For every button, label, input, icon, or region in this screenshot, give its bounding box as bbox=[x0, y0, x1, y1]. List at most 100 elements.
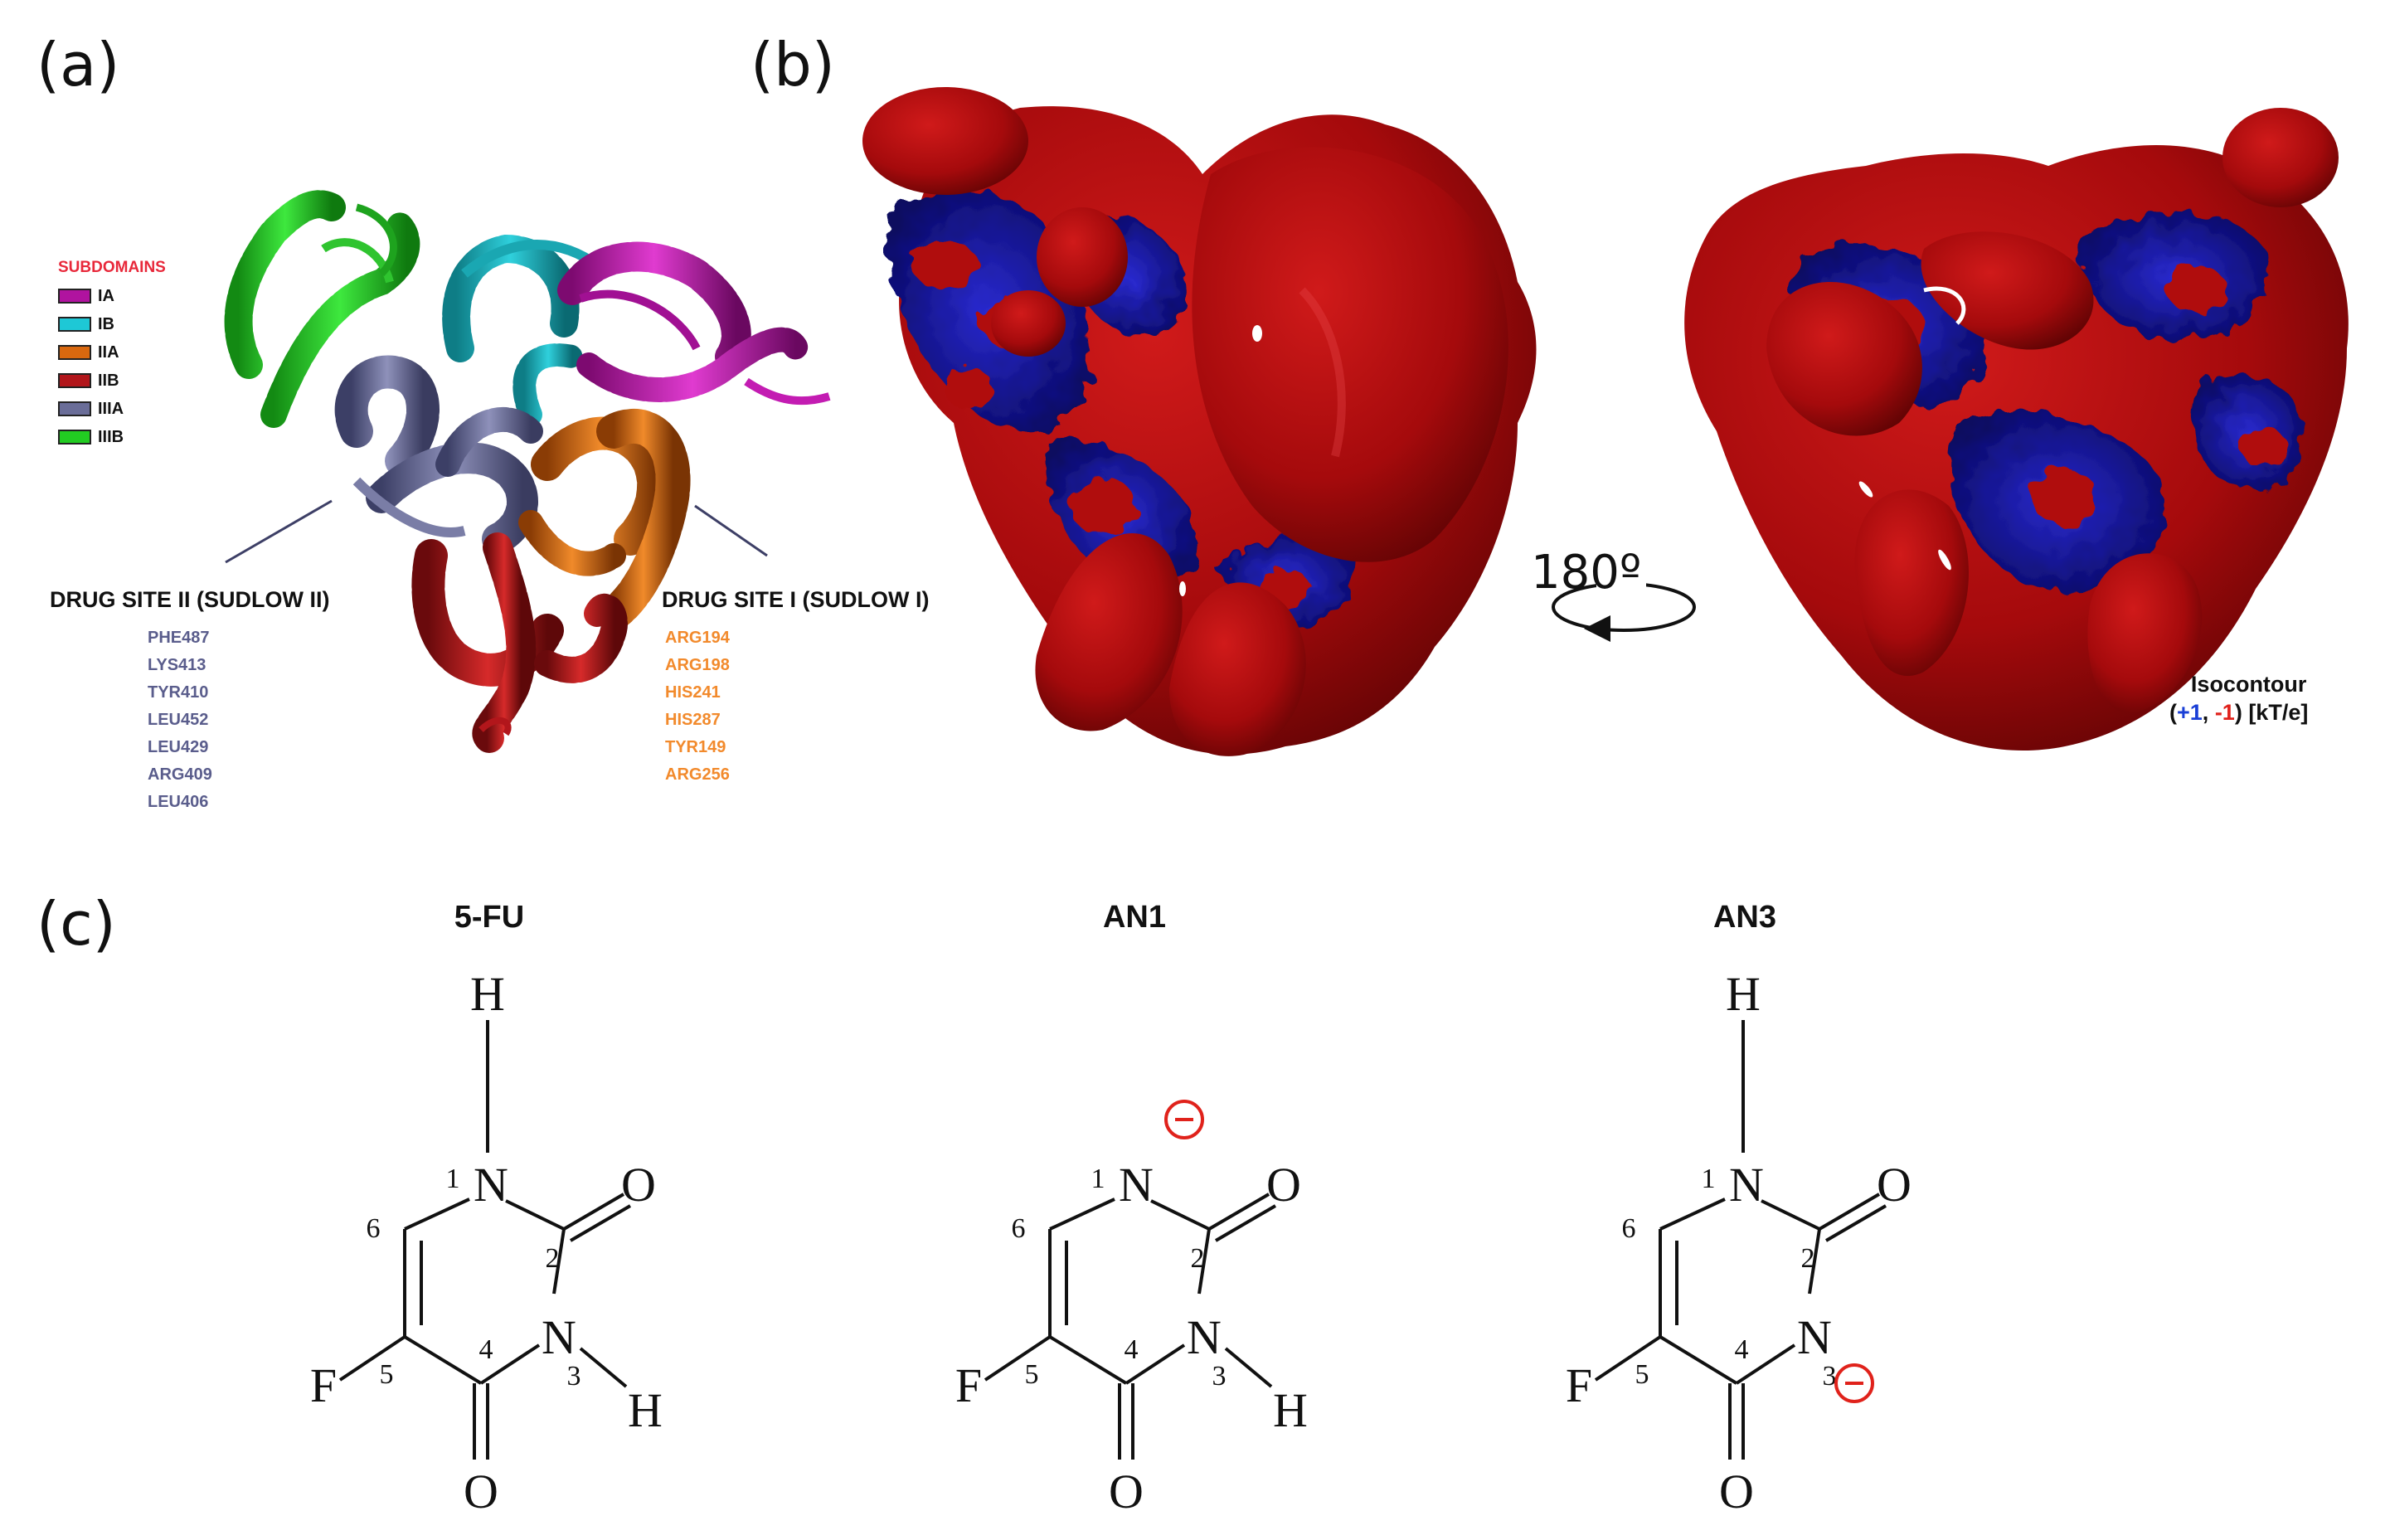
bond-n3-h bbox=[1224, 1347, 1273, 1388]
surface-front-view bbox=[862, 87, 1537, 756]
bond-n3-c4 bbox=[479, 1343, 541, 1385]
atom-n3: N bbox=[1797, 1310, 1832, 1364]
ring-number: 1 bbox=[1091, 1164, 1105, 1194]
site1-title: DRUG SITE I (SUDLOW I) bbox=[662, 587, 930, 612]
subdomain-iiia-cartoon bbox=[334, 355, 543, 555]
bond-c2-o-double bbox=[1214, 1204, 1277, 1242]
residue-label: LYS413 bbox=[148, 656, 206, 674]
rotation-label: 180º bbox=[1531, 546, 1642, 600]
atom-o4: O bbox=[464, 1465, 498, 1518]
atom-n3: N bbox=[1187, 1310, 1222, 1364]
bond-c6-n1 bbox=[1659, 1198, 1726, 1231]
ring-number: 6 bbox=[367, 1213, 381, 1244]
atom-h1: H bbox=[1726, 967, 1761, 1021]
subdomain-ia-cartoon bbox=[557, 241, 831, 406]
molecule-name: AN1 bbox=[1103, 900, 1166, 935]
atom-f: F bbox=[955, 1358, 982, 1412]
bond-c6-n1 bbox=[1049, 1198, 1115, 1231]
atom-n1: N bbox=[1119, 1158, 1154, 1212]
isocontour-title: Isocontour bbox=[2190, 672, 2307, 697]
legend-item: IIIB bbox=[58, 423, 166, 451]
ring-number: 5 bbox=[380, 1359, 394, 1390]
ring-number: 1 bbox=[446, 1164, 460, 1194]
isocontour-plus: +1 bbox=[2177, 700, 2203, 725]
atom-h3: H bbox=[1273, 1383, 1308, 1437]
bond-c2-o-double bbox=[1824, 1204, 1887, 1242]
subdomain-iia-cartoon bbox=[518, 409, 691, 631]
atom-f: F bbox=[310, 1358, 337, 1412]
panel-label-b: (b) bbox=[751, 30, 835, 100]
legend-item: IA bbox=[58, 282, 166, 310]
isocontour-sep: , bbox=[2202, 700, 2215, 725]
residue-label: ARG194 bbox=[665, 629, 730, 647]
isocontour-legend: Isocontour (+1, -1) [kT/e] bbox=[2169, 670, 2308, 726]
residue-label: LEU452 bbox=[148, 711, 209, 729]
ring-number: 2 bbox=[546, 1243, 560, 1274]
legend-label: IB bbox=[98, 314, 114, 333]
legend-swatch bbox=[58, 317, 91, 332]
bond-c4-c5 bbox=[1659, 1335, 1738, 1385]
legend-label: IIIA bbox=[98, 399, 124, 418]
bond-c5-f bbox=[1594, 1335, 1662, 1382]
subdomain-iiib-cartoon bbox=[224, 190, 420, 428]
protein-structure-illustration bbox=[224, 190, 831, 753]
bond-n3-c4 bbox=[1125, 1343, 1186, 1385]
legend-item: IIB bbox=[58, 367, 166, 395]
ring-number: 6 bbox=[1012, 1213, 1026, 1244]
ring-number: 4 bbox=[479, 1334, 493, 1365]
ring-number: 3 bbox=[567, 1361, 581, 1392]
legend-label: IIA bbox=[98, 342, 119, 362]
bond-n1-c2 bbox=[505, 1199, 565, 1231]
legend-swatch bbox=[58, 430, 91, 445]
bond-c4-c5 bbox=[403, 1335, 483, 1385]
ring-number: 4 bbox=[1735, 1334, 1749, 1365]
residue-label: HIS241 bbox=[665, 683, 721, 702]
legend-item: IIA bbox=[58, 338, 166, 367]
molecule-name: 5-FU bbox=[454, 900, 524, 935]
legend-item: IIIA bbox=[58, 395, 166, 423]
site2-title: DRUG SITE II (SUDLOW II) bbox=[50, 587, 330, 612]
ring-number: 5 bbox=[1025, 1359, 1039, 1390]
ring-number: 1 bbox=[1702, 1164, 1716, 1194]
ring-number: 5 bbox=[1635, 1359, 1649, 1390]
rotation-arrow-icon bbox=[1552, 572, 1696, 642]
legend-swatch bbox=[58, 289, 91, 304]
residue-label: HIS287 bbox=[665, 711, 721, 729]
atom-o2: O bbox=[1877, 1158, 1912, 1212]
bond-c2-n3 bbox=[552, 1228, 566, 1295]
bond-c5-f bbox=[984, 1335, 1052, 1382]
legend-swatch bbox=[58, 401, 91, 416]
bond-c4-c5 bbox=[1048, 1335, 1128, 1385]
panel-label-a: (a) bbox=[36, 30, 120, 100]
bond-c5-f bbox=[338, 1335, 406, 1382]
bond-c2-o bbox=[1207, 1193, 1270, 1231]
legend-item: IB bbox=[58, 310, 166, 338]
atom-n3: N bbox=[542, 1310, 576, 1364]
ring-number: 3 bbox=[1823, 1361, 1837, 1392]
ring-number: 2 bbox=[1191, 1243, 1205, 1274]
residue-label: LEU406 bbox=[148, 793, 209, 811]
atom-h1: H bbox=[470, 967, 505, 1021]
bond-c6-n1 bbox=[404, 1198, 470, 1231]
legend-label: IA bbox=[98, 286, 114, 305]
residue-label: ARG198 bbox=[665, 656, 730, 674]
molecule-name: AN3 bbox=[1713, 900, 1776, 935]
residue-label: TYR149 bbox=[665, 738, 726, 756]
bond-c2-n3 bbox=[1197, 1228, 1211, 1295]
ring-number: 6 bbox=[1622, 1213, 1636, 1244]
site2-pointer-line bbox=[225, 499, 333, 564]
subdomain-iib-cartoon bbox=[411, 532, 628, 753]
atom-o2: O bbox=[1266, 1158, 1301, 1212]
atom-o4: O bbox=[1719, 1465, 1754, 1518]
ring-number: 3 bbox=[1212, 1361, 1227, 1392]
atom-o2: O bbox=[621, 1158, 656, 1212]
legend-swatch bbox=[58, 373, 91, 388]
bond-n3-h bbox=[579, 1347, 628, 1388]
site1-pointer-line bbox=[694, 504, 768, 557]
atom-n1: N bbox=[474, 1158, 508, 1212]
